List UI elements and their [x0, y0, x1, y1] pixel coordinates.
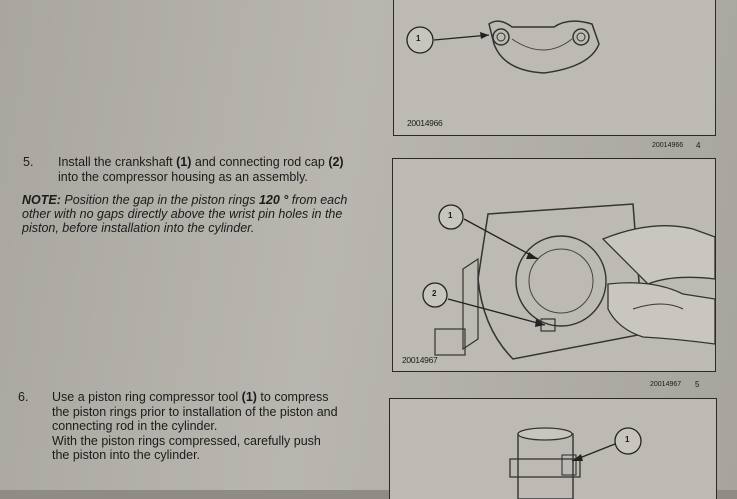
callout-ref: (1) — [241, 390, 257, 404]
callout-1: 1 — [448, 211, 453, 220]
step-text: the piston into the cylinder. — [52, 448, 201, 462]
callout-ref: (2) — [328, 155, 344, 169]
step-text: to compress — [256, 390, 329, 404]
figure-page-number: 4 — [696, 141, 701, 150]
step-text: into the compressor housing as an assemb… — [58, 169, 308, 184]
step-text: and connecting rod cap — [191, 155, 329, 169]
figure-crankshaft-install: 1 2 20014967 — [392, 158, 716, 372]
note-text: from each other with no gaps directly ab… — [22, 193, 348, 235]
figure-page-number: 5 — [695, 380, 700, 389]
note-text: Position the gap in the piston rings — [60, 193, 259, 207]
ring-compressor-illustration — [509, 427, 642, 499]
step-text: Use a piston ring compressor tool — [52, 390, 242, 404]
figure-code: 20014966 — [407, 118, 443, 128]
callout-1: 1 — [625, 435, 630, 444]
step-text: With the piston rings compressed, carefu… — [52, 433, 321, 448]
figure-ring-compressor: 1 — [389, 398, 717, 499]
step-text: connecting rod in the cylinder. — [52, 419, 218, 433]
figure-code: 20014967 — [402, 355, 438, 365]
callout-1: 1 — [416, 34, 421, 43]
step-number: 6. — [18, 390, 29, 404]
note-block: NOTE: Position the gap in the piston rin… — [22, 193, 367, 235]
callout-2: 2 — [432, 289, 437, 298]
note-angle: 120 ° — [258, 193, 289, 207]
figure-crankshaft-cap: 1 20014966 — [393, 0, 716, 136]
crankshaft-install-illustration — [422, 203, 715, 360]
step-text: the piston rings prior to installation o… — [52, 404, 338, 419]
crankshaft-cap-illustration — [406, 20, 600, 74]
step-text: Install the crankshaft — [58, 155, 177, 169]
note-label: NOTE: — [22, 193, 61, 207]
step-number: 5. — [23, 155, 34, 169]
callout-ref: (1) — [176, 155, 192, 169]
figure-footer-code: 20014967 — [650, 381, 682, 388]
figure-footer-code: 20014966 — [652, 142, 684, 149]
